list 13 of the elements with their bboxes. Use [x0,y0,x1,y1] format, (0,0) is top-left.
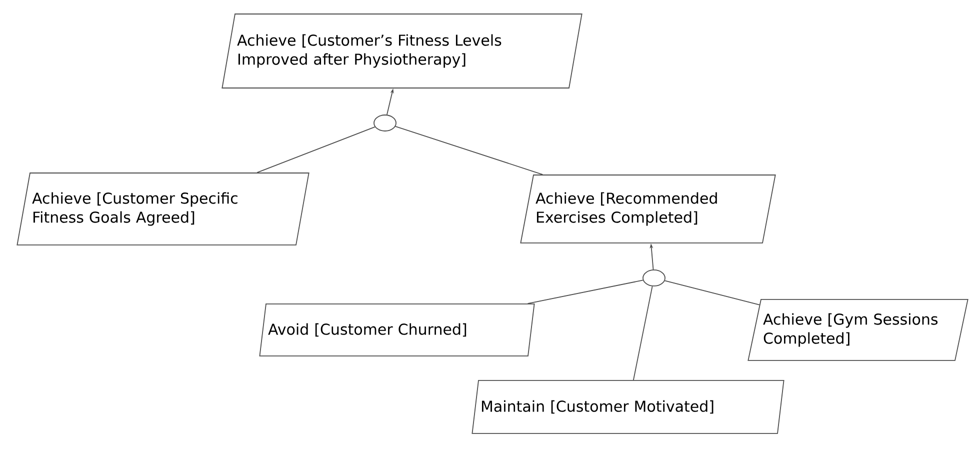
goal-parallelogram: Achieve [Customer Specific Fitness Goals Agreed] [16,172,310,246]
refinement-circle [374,114,396,132]
refinement-circle [642,270,666,286]
goal-parallelogram: Achieve [Recommended Exercises Completed] [520,174,776,244]
goal-parallelogram: Achieve [Customer’s Fitness Levels Improved after Physiotherapy] [222,14,582,88]
goal-parallelogram: Achieve [Gym Sessions Completed] [748,299,968,361]
connector-line [527,280,644,304]
connector-line [632,286,653,380]
goal-parallelogram: Avoid [Customer Churned] [259,304,535,356]
connector-line [664,280,760,306]
connector-line [395,126,544,175]
connector-line [256,126,376,173]
goal-parallelogram: Maintain [Customer Motivated] [472,380,784,434]
